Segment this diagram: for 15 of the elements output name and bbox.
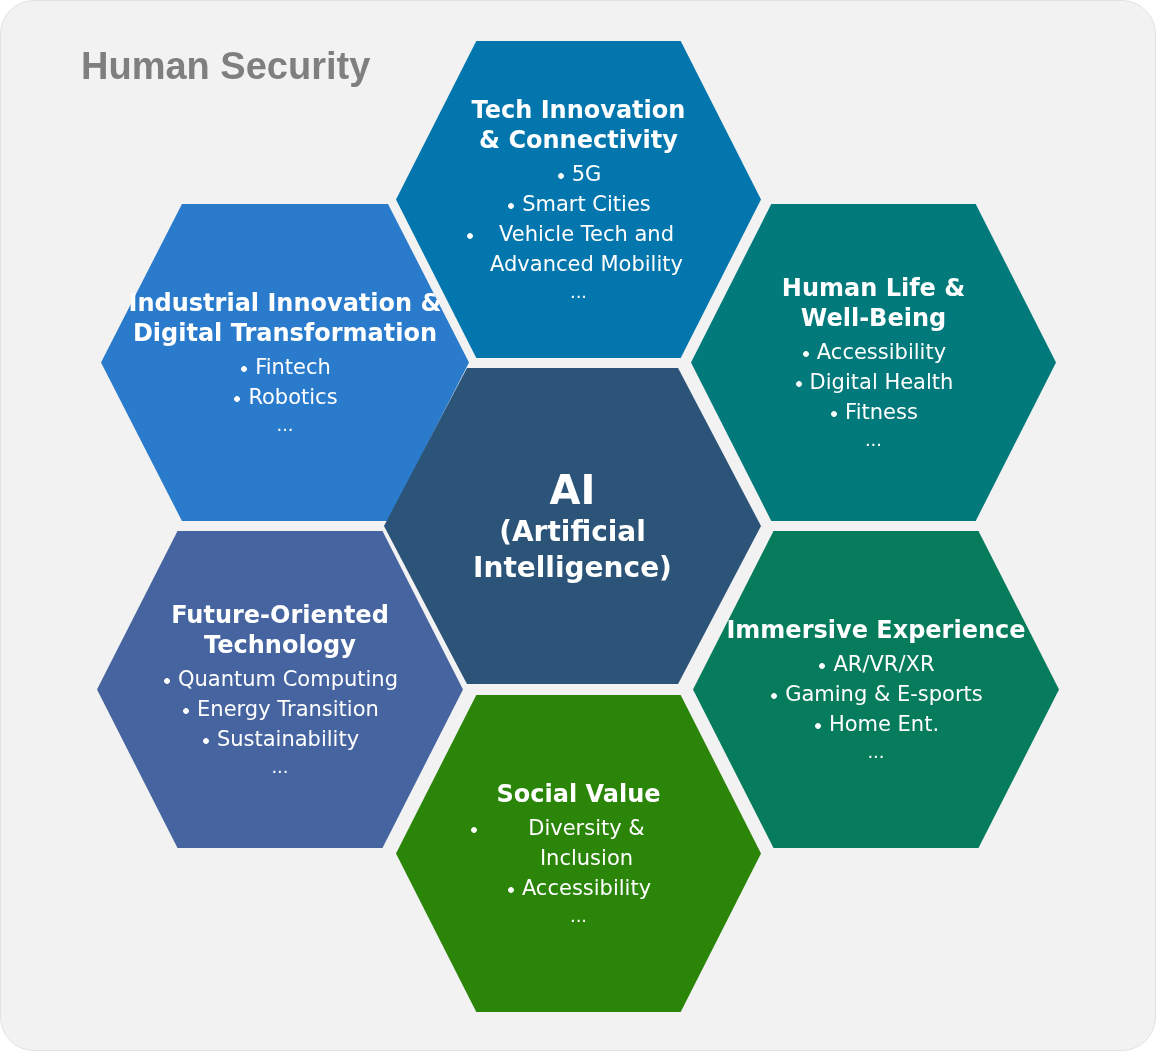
- ellipsis-text: ...: [276, 412, 294, 437]
- hex-title: Immersive Experience: [726, 614, 1026, 645]
- ellipsis-text: ...: [864, 427, 883, 452]
- ellipsis-text: ...: [867, 739, 885, 764]
- hex-title: Social Value: [496, 778, 661, 809]
- hex-title: AI: [549, 466, 596, 514]
- ellipsis-text: ...: [271, 754, 289, 779]
- hex-title: Future-Oriented Technology: [170, 599, 390, 660]
- ellipsis-text: ...: [569, 903, 588, 928]
- ellipsis-text: ...: [569, 279, 588, 304]
- hex-title: Industrial Innovation & Digital Transformation: [127, 287, 443, 348]
- hex-title: (Artificial Intelligence): [472, 514, 673, 586]
- hex-title: Human Life & Well-Being: [780, 272, 967, 333]
- panel-heading: Human Security: [81, 45, 371, 88]
- hex-title: Tech Innovation & Connectivity: [470, 94, 687, 155]
